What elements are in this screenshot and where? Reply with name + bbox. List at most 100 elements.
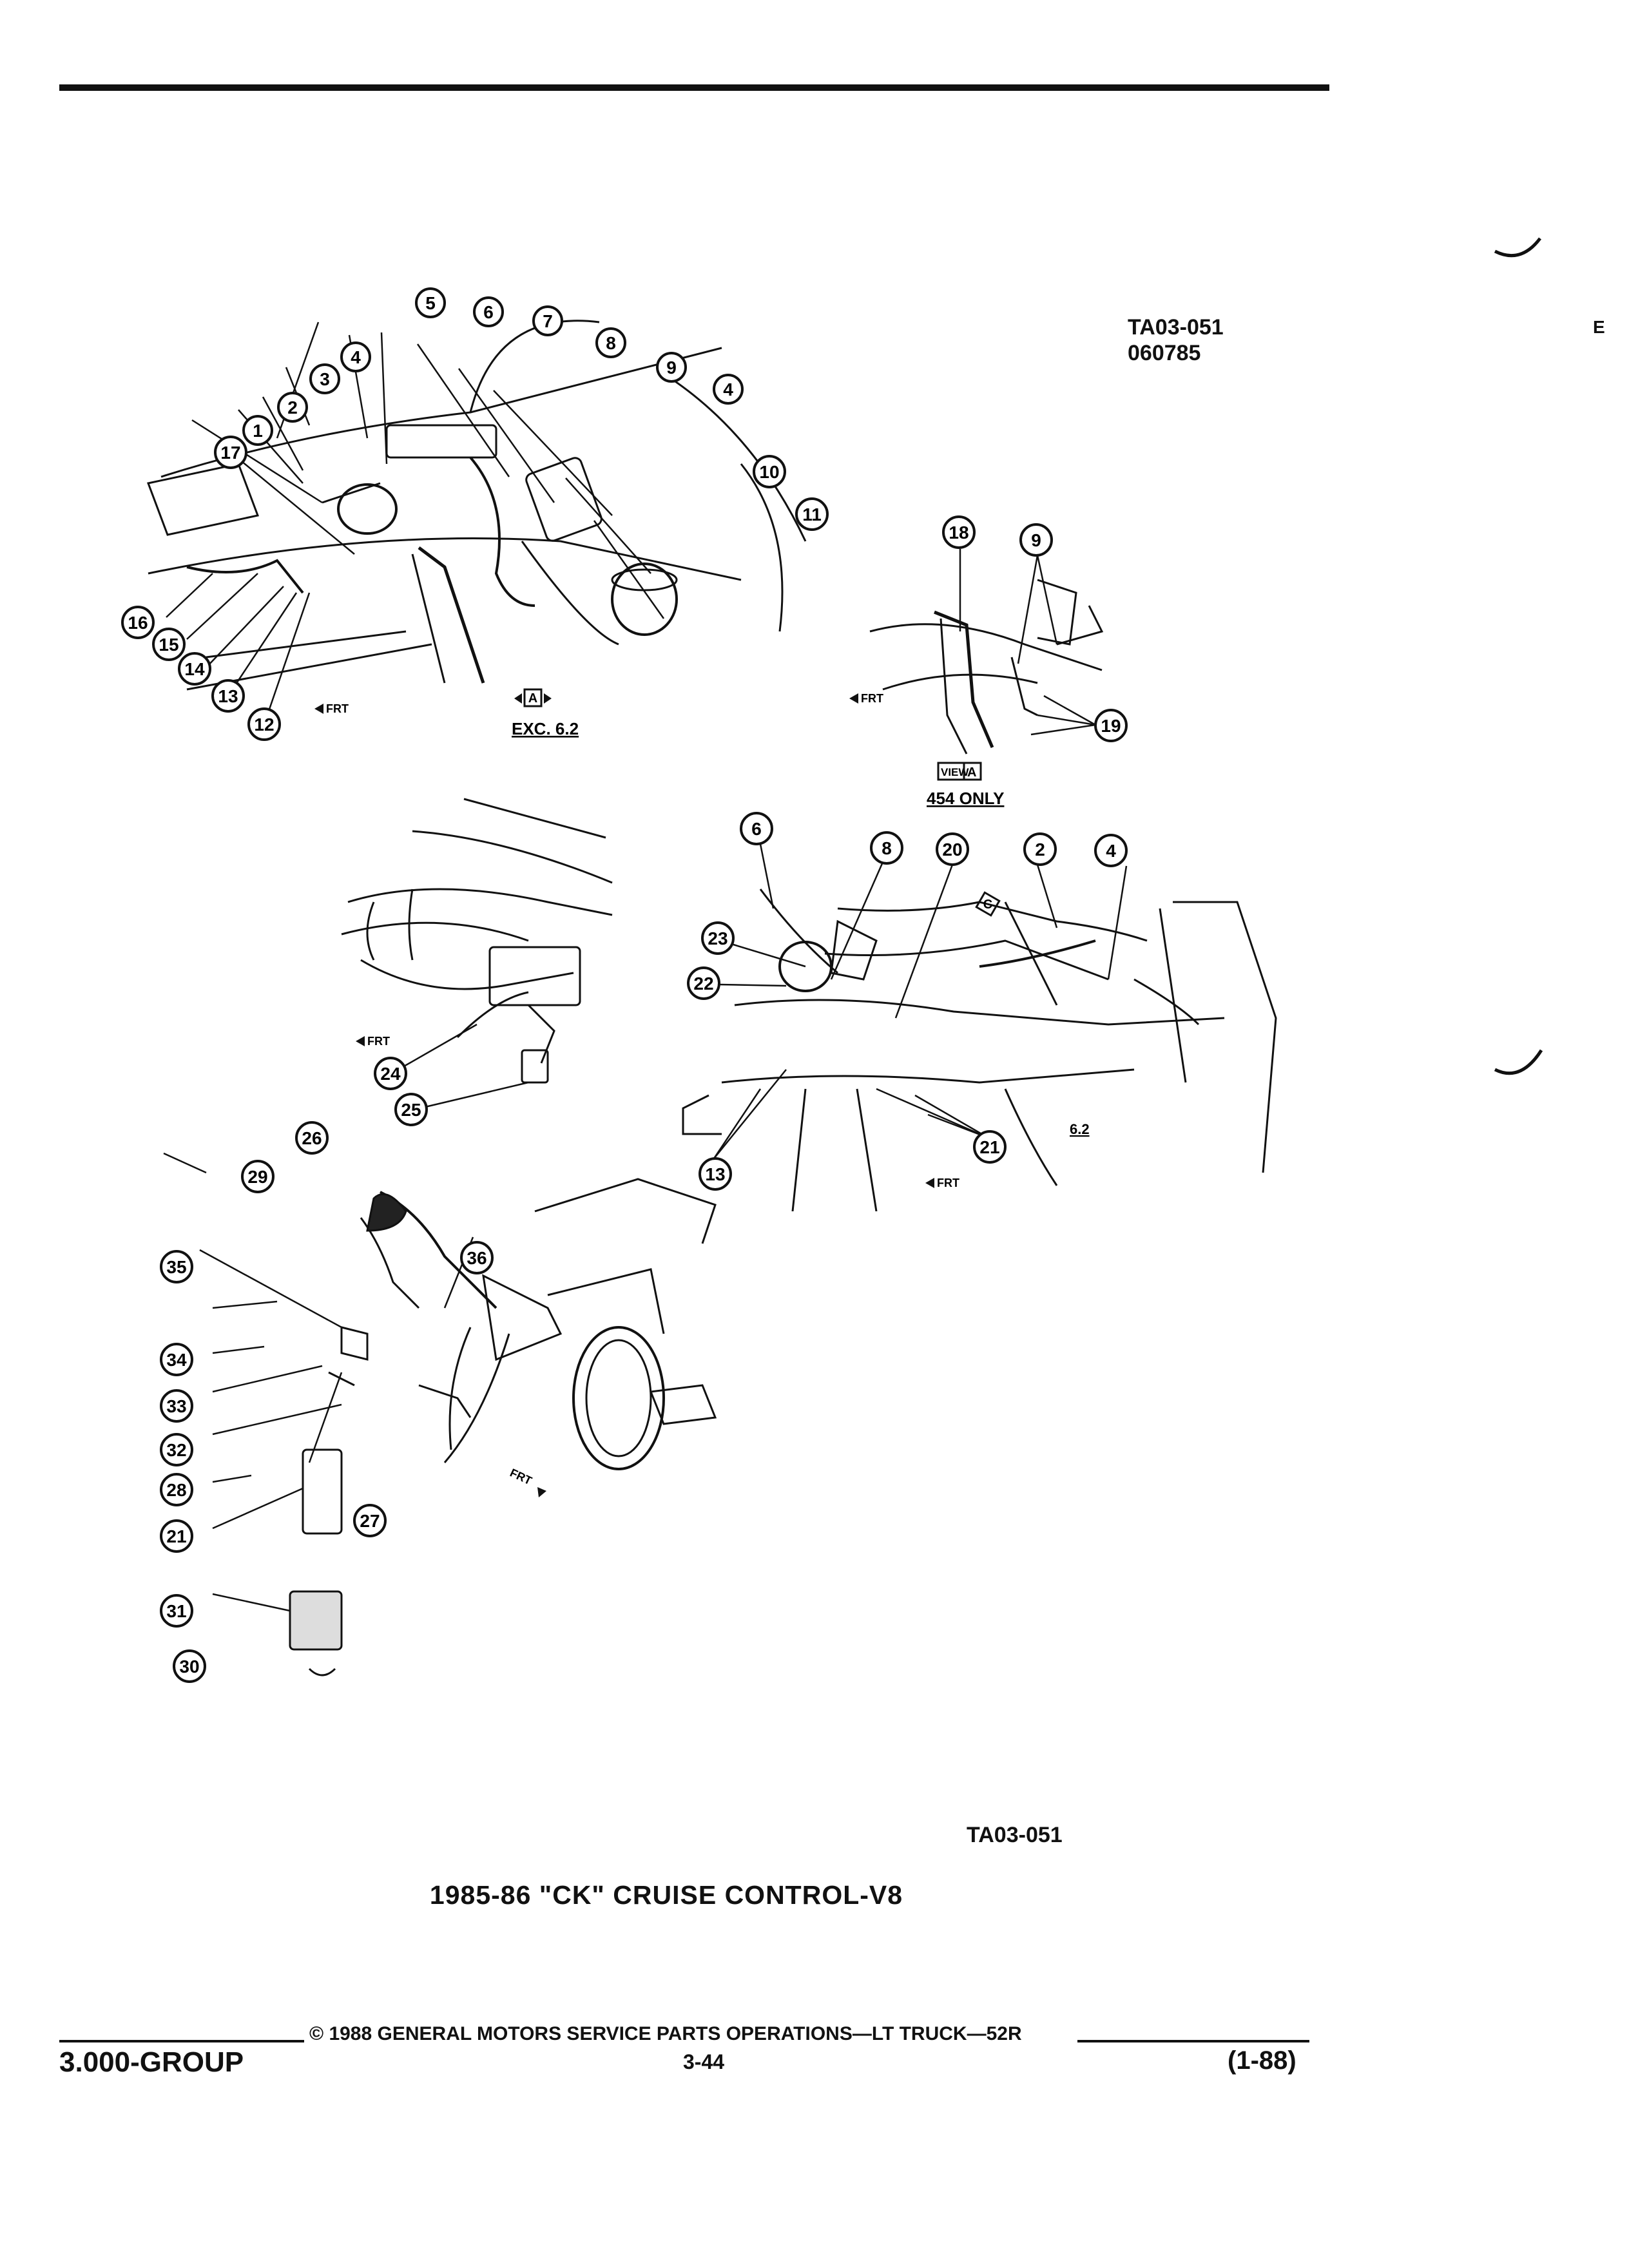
svg-text:21: 21 bbox=[166, 1526, 186, 1546]
callout-1: 1 bbox=[242, 415, 273, 446]
engine-label: 6.2 bbox=[1070, 1121, 1090, 1137]
callout-33: 33 bbox=[160, 1389, 193, 1423]
diagram-pedal: 26 29 35 36 34 33 32 28 21 31 30 27 FRT bbox=[160, 1121, 717, 1683]
callout-35: 35 bbox=[160, 1250, 193, 1283]
svg-text:18: 18 bbox=[949, 523, 969, 543]
callout-13: 13 bbox=[211, 679, 245, 713]
svg-text:FRT: FRT bbox=[861, 692, 883, 705]
view-a-frt-arrow: FRT bbox=[849, 692, 883, 705]
callout-9-view-a: 9 bbox=[1019, 523, 1053, 557]
svg-text:7: 7 bbox=[543, 311, 553, 331]
header-rule bbox=[59, 84, 1329, 91]
svg-text:A: A bbox=[528, 691, 537, 706]
svg-text:8: 8 bbox=[882, 838, 892, 858]
svg-text:31: 31 bbox=[166, 1601, 186, 1621]
main-frt-arrow: FRT bbox=[314, 702, 349, 715]
view-a-label: 454 ONLY bbox=[927, 789, 1004, 808]
callout-4: 4 bbox=[340, 341, 371, 372]
svg-text:9: 9 bbox=[1031, 530, 1041, 550]
callout-17: 17 bbox=[214, 436, 247, 469]
svg-text:FRT: FRT bbox=[326, 702, 349, 715]
svg-text:9: 9 bbox=[666, 358, 677, 378]
callout-31: 31 bbox=[160, 1594, 193, 1628]
svg-text:21: 21 bbox=[979, 1137, 999, 1157]
svg-text:6: 6 bbox=[751, 819, 762, 839]
view-a-tag: VIEW A bbox=[937, 762, 982, 781]
callout-21-pedal: 21 bbox=[160, 1519, 193, 1553]
footer-group: 3.000-GROUP bbox=[59, 2046, 244, 2078]
svg-text:A: A bbox=[967, 765, 976, 780]
callout-32: 32 bbox=[160, 1433, 193, 1466]
svg-text:5: 5 bbox=[425, 293, 436, 313]
callout-11: 11 bbox=[795, 497, 829, 531]
svg-text:26: 26 bbox=[302, 1128, 322, 1148]
svg-text:25: 25 bbox=[401, 1100, 421, 1120]
callout-18: 18 bbox=[942, 515, 976, 549]
svg-text:14: 14 bbox=[184, 659, 205, 679]
svg-text:11: 11 bbox=[802, 505, 822, 524]
callout-4b: 4 bbox=[713, 374, 744, 405]
svg-text:15: 15 bbox=[159, 635, 178, 655]
callout-20: 20 bbox=[936, 832, 969, 866]
svg-text:19: 19 bbox=[1101, 716, 1121, 736]
callout-9: 9 bbox=[656, 352, 687, 383]
engine-frt-arrow: FRT bbox=[925, 1177, 959, 1189]
footer-rule-left bbox=[59, 2040, 304, 2042]
callout-15: 15 bbox=[152, 628, 186, 661]
callout-21-engine: 21 bbox=[973, 1130, 1007, 1164]
footer-copyright: © 1988 GENERAL MOTORS SERVICE PARTS OPER… bbox=[309, 2023, 1022, 2044]
svg-text:2: 2 bbox=[1035, 840, 1045, 860]
svg-text:20: 20 bbox=[942, 840, 962, 860]
svg-text:13: 13 bbox=[218, 686, 238, 706]
callout-34: 34 bbox=[160, 1343, 193, 1376]
svg-text:3: 3 bbox=[320, 369, 330, 389]
svg-text:34: 34 bbox=[166, 1350, 187, 1370]
svg-text:22: 22 bbox=[693, 974, 713, 994]
footer-rule-right bbox=[1077, 2040, 1309, 2042]
diagram-harness: 24 25 FRT bbox=[341, 798, 613, 1126]
engine-view-tag: C bbox=[975, 891, 1001, 917]
footer-revision: (1-88) bbox=[1228, 2046, 1296, 2075]
svg-text:28: 28 bbox=[166, 1480, 186, 1500]
svg-text:4: 4 bbox=[1106, 841, 1116, 861]
callout-19: 19 bbox=[1094, 709, 1128, 742]
callout-13-engine: 13 bbox=[699, 1157, 732, 1191]
svg-text:VIEW: VIEW bbox=[941, 766, 969, 778]
callout-30: 30 bbox=[173, 1649, 206, 1683]
callout-2-engine: 2 bbox=[1023, 832, 1057, 866]
svg-text:30: 30 bbox=[179, 1657, 199, 1677]
svg-text:13: 13 bbox=[705, 1164, 725, 1184]
svg-text:FRT: FRT bbox=[937, 1177, 959, 1189]
callout-29: 29 bbox=[241, 1160, 275, 1193]
svg-text:27: 27 bbox=[360, 1511, 380, 1531]
diagram-view-a: 18 9 19 FRT VIEW A 454 ONLY bbox=[849, 515, 1128, 808]
callout-27: 27 bbox=[353, 1504, 387, 1537]
svg-text:C: C bbox=[983, 898, 992, 912]
diagram-engine-62: 6 8 20 2 4 23 22 13 21 C FRT 6.2 bbox=[682, 812, 1277, 1211]
svg-text:23: 23 bbox=[708, 928, 728, 948]
callout-6-engine: 6 bbox=[740, 812, 773, 845]
svg-text:FRT: FRT bbox=[367, 1035, 390, 1048]
binder-marks bbox=[1494, 237, 1543, 1075]
callout-3: 3 bbox=[309, 363, 340, 394]
svg-text:4: 4 bbox=[723, 380, 733, 399]
header-ref-code: TA03-051 bbox=[1128, 315, 1224, 340]
diagram-main-exc62: 1 2 3 4 5 6 7 8 9 4 10 11 12 13 14 15 16… bbox=[121, 287, 829, 741]
svg-text:6: 6 bbox=[483, 302, 494, 322]
svg-text:10: 10 bbox=[759, 462, 779, 482]
svg-text:16: 16 bbox=[128, 613, 148, 633]
callout-5: 5 bbox=[415, 287, 446, 318]
footer-page-number: 3-44 bbox=[683, 2050, 725, 2073]
pedal-frt-arrow: FRT bbox=[508, 1466, 546, 1497]
callout-14: 14 bbox=[178, 652, 211, 686]
svg-text:24: 24 bbox=[380, 1064, 401, 1084]
callout-24: 24 bbox=[374, 1057, 407, 1090]
callout-7: 7 bbox=[532, 305, 563, 336]
callout-6: 6 bbox=[473, 296, 504, 327]
edge-letter: E bbox=[1593, 317, 1605, 337]
callout-10: 10 bbox=[753, 455, 786, 488]
svg-text:4: 4 bbox=[351, 347, 361, 367]
figure-code: TA03-051 bbox=[967, 1823, 1063, 1847]
callout-22: 22 bbox=[687, 966, 720, 1000]
svg-text:29: 29 bbox=[247, 1167, 267, 1187]
